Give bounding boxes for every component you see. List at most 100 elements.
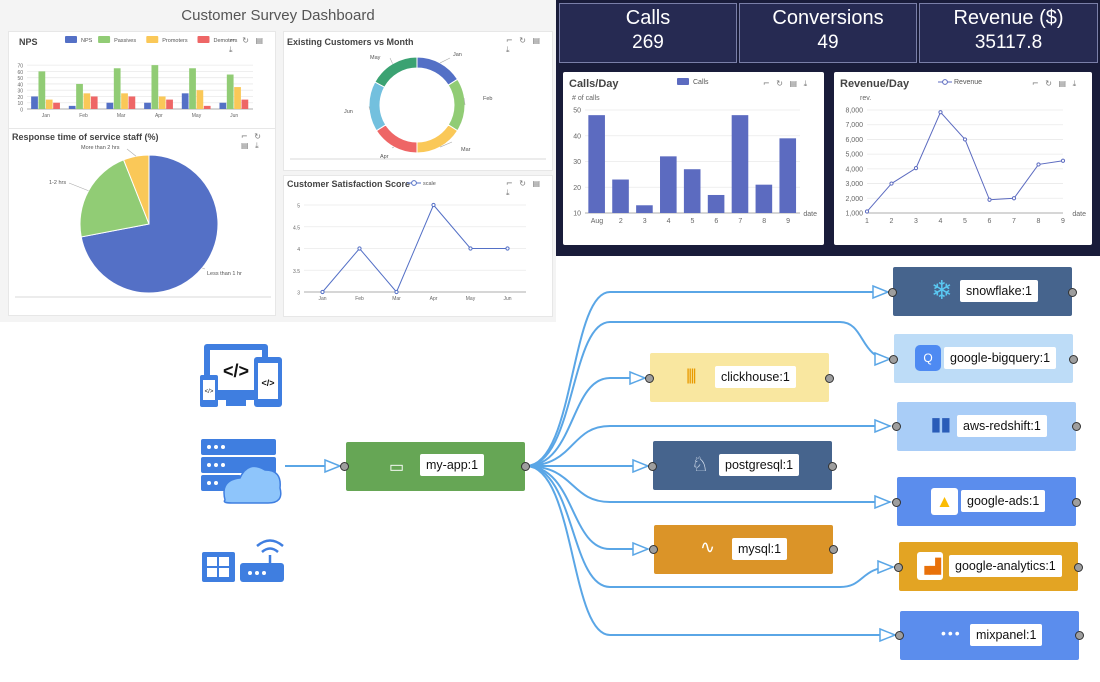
clickhouse-in-port[interactable] <box>645 374 654 383</box>
dest-node-mixpanel[interactable]: ••• mixpanel:1 <box>900 611 1079 660</box>
dest-label: snowflake:1 <box>960 280 1039 302</box>
bar <box>196 90 204 109</box>
y-tick-label: 5,000 <box>845 152 863 159</box>
data-point <box>938 110 943 115</box>
source-node-my-app[interactable]: ▭ my-app:1 <box>346 442 525 491</box>
kpi-revenue-label: Revenue ($) <box>953 7 1064 29</box>
bar <box>68 105 76 109</box>
monitor-icon: ▭ <box>389 459 405 476</box>
legend-swatch <box>677 78 689 85</box>
svg-text:</>: </> <box>223 361 249 381</box>
chart-toolbox[interactable]: ⌐ ↻ ▤ ⤓ <box>1032 79 1079 88</box>
wire-analytics <box>525 465 894 588</box>
bigquery-in-port[interactable] <box>889 355 898 364</box>
x-tick-label: 8 <box>1037 218 1041 225</box>
legend-label: scale <box>423 181 436 187</box>
legend-label: Passives <box>114 38 136 44</box>
response-time-card: Response time of service staff (%) ⌐ ↻ ▤… <box>8 128 276 316</box>
mysql-out-port[interactable] <box>829 545 838 554</box>
wire-redshift <box>525 425 890 467</box>
revenue-per-day-line-chart: Revenuerev.date1,0002,0003,0004,0005,000… <box>845 79 1086 225</box>
dest-node-google-ads[interactable]: ▲ google-ads:1 <box>897 477 1076 526</box>
label-line <box>439 57 451 64</box>
label-line <box>391 146 395 149</box>
bar <box>181 93 189 109</box>
dest-label: clickhouse:1 <box>715 366 796 388</box>
mixpanel-in-port[interactable] <box>895 631 904 640</box>
kpi-revenue-value: 35117.8 <box>974 32 1043 53</box>
analytics-in-port[interactable] <box>894 563 903 572</box>
snowflake-in-port[interactable] <box>888 288 897 297</box>
legend-swatch <box>411 180 417 186</box>
chart-toolbox[interactable]: ⌐ ↻ ▤ ⤓ <box>506 36 543 54</box>
x-tick-label: 7 <box>738 218 742 225</box>
satisfaction-card: Customer Satisfaction Score ⌐ ↻ ▤ ⤓ scal… <box>283 175 553 317</box>
chart-toolbox[interactable]: ⌐ ↻ ▤ ⤓ <box>506 179 543 197</box>
calls-per-day-title: Calls/Day <box>569 78 619 90</box>
clickhouse-out-port[interactable] <box>825 374 834 383</box>
dest-node-postgresql[interactable]: ♘ postgresql:1 <box>653 441 832 490</box>
wire-clickhouse <box>525 377 645 467</box>
label-line <box>68 182 89 192</box>
analytics-out-port[interactable] <box>1074 563 1083 572</box>
bar <box>76 83 83 109</box>
revenue-per-day-title: Revenue/Day <box>840 78 910 90</box>
postgresql-out-port[interactable] <box>828 462 837 471</box>
snowflake-out-port[interactable] <box>1068 288 1077 297</box>
arrow-snowflake <box>872 284 891 300</box>
chart-toolbox[interactable]: ⌐ ↻ ▤ ⤓ <box>229 36 266 54</box>
bar <box>151 65 159 109</box>
bar <box>241 99 249 109</box>
data-point <box>431 202 436 208</box>
google-ads-in-port[interactable] <box>892 498 901 507</box>
dest-node-google-analytics[interactable]: ▗▟ google-analytics:1 <box>899 542 1078 591</box>
dest-node-snowflake[interactable]: ❄ snowflake:1 <box>893 267 1072 316</box>
chart-toolbox[interactable]: ⌐ ↻ ▤ ⤓ <box>763 79 810 88</box>
google-ads-out-port[interactable] <box>1072 498 1081 507</box>
mysql-in-port[interactable] <box>649 545 658 554</box>
label-line <box>126 148 137 157</box>
bar <box>755 184 773 213</box>
redshift-in-port[interactable] <box>892 422 901 431</box>
x-tick-label: 9 <box>786 218 790 225</box>
bar <box>45 99 53 109</box>
bigquery-out-port[interactable] <box>1069 355 1078 364</box>
snowflake-icon: ❄ <box>931 276 953 306</box>
y-tick-label: 4 <box>297 247 300 253</box>
redshift-out-port[interactable] <box>1072 422 1081 431</box>
wire-arrows <box>324 284 898 643</box>
bar <box>219 102 227 109</box>
y-tick-label: 30 <box>573 159 581 166</box>
x-tick-label: 7 <box>1012 218 1016 225</box>
chart-toolbox[interactable]: ⌐ ↻ ▤ ⤓ <box>241 132 263 150</box>
input-port[interactable] <box>340 462 349 471</box>
arrow-mysql <box>632 541 651 557</box>
output-port[interactable] <box>521 462 530 471</box>
dest-node-redshift[interactable]: ▮▮ aws-redshift:1 <box>897 402 1076 451</box>
y-tick-label: 8,000 <box>845 108 863 115</box>
bar <box>660 156 677 213</box>
dest-node-mysql[interactable]: ∿ mysql:1 <box>654 525 833 574</box>
bar <box>31 96 38 109</box>
x-tick-label: 3 <box>914 218 918 225</box>
data-point <box>505 246 510 251</box>
x-tick-label: Mar <box>117 113 126 119</box>
data-point <box>913 166 919 171</box>
dest-node-clickhouse[interactable]: |||| clickhouse:1 <box>650 353 829 402</box>
mixpanel-out-port[interactable] <box>1075 631 1084 640</box>
arrow-google-ads <box>874 494 893 510</box>
x-tick-label: Jan <box>318 296 326 302</box>
mixpanel-icon: ••• <box>941 625 962 641</box>
slice-label: May <box>370 55 381 61</box>
dest-node-bigquery[interactable]: Q google-bigquery:1 <box>894 334 1073 383</box>
bar <box>106 102 114 109</box>
postgresql-in-port[interactable] <box>648 462 657 471</box>
bar <box>612 179 629 213</box>
iot-router-icon <box>202 539 284 582</box>
bar <box>226 74 234 109</box>
kpi-calls: Calls 269 <box>559 3 737 63</box>
